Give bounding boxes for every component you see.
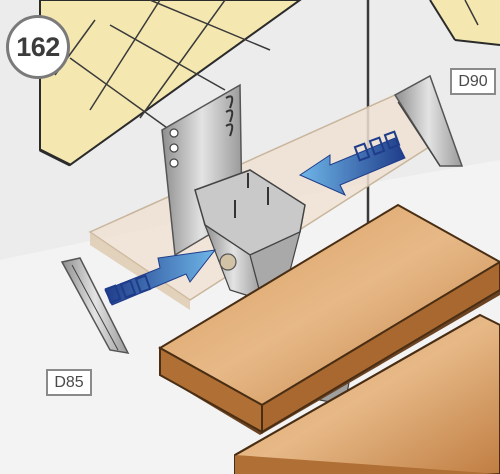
part-label-d85: D85 (46, 369, 92, 396)
step-number-badge: 162 (6, 15, 70, 79)
part-label-d90: D90 (450, 68, 496, 95)
